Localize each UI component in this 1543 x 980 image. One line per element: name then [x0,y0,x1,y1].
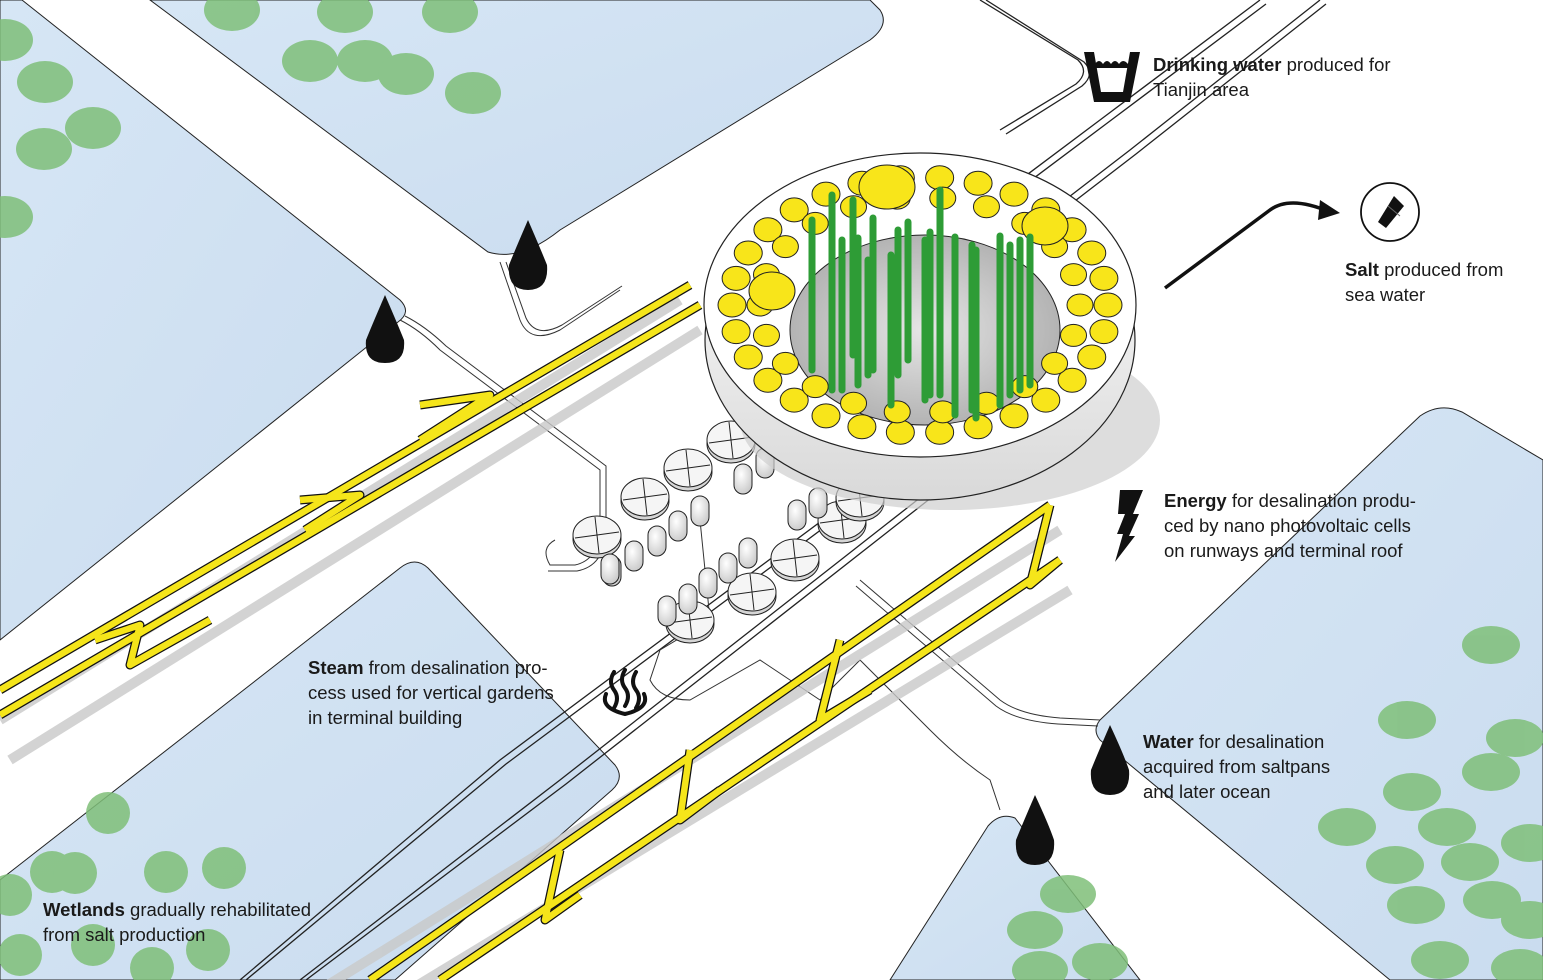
desalination-pill [787,499,807,531]
solar-cell [752,323,780,347]
desalination-pill [657,595,677,627]
solar-cell [972,195,1000,219]
annotation-title: Energy [1164,490,1227,511]
solar-cell [779,197,809,223]
water-drop-icons [365,220,1130,865]
runway-left-fill [0,282,702,718]
annotation-wetlands: Wetlands gradually rehabilitated from sa… [43,899,312,945]
solar-cell [811,181,841,207]
desalination-pill [678,583,698,615]
desalination-tanks [572,420,885,644]
annotation-title: Salt [1345,259,1379,280]
solar-cell [1093,292,1123,318]
water-drop-icon [1015,795,1055,865]
water-drop-icon [365,295,405,363]
solar-cell [847,414,877,440]
desalination-pill [647,525,667,557]
annotation-steam: Steam from desalination pro- cess used f… [308,657,554,728]
filter-tank-mark [685,449,691,487]
solar-cell [721,265,751,291]
lightning-bolt-icon [1115,490,1143,562]
annotation-energy: Energy for desalination produ- ced by na… [1164,490,1416,561]
salt-shaker-icon [1360,182,1420,242]
solar-cell [753,217,783,243]
filter-tank-mark [749,573,755,611]
desalination-pill [718,552,738,584]
solar-cell [801,375,829,399]
saltpan-bottom-center [889,815,1141,980]
annotation-title: Drinking water [1153,54,1282,75]
solar-cell [963,170,993,196]
filter-tank-mark [642,478,648,516]
water-glass-icon [1084,52,1140,102]
solar-cell [1077,344,1107,370]
annotation-water: Water for desalination acquired from sal… [1143,731,1331,802]
solar-cell [925,419,955,445]
annotation-title: Steam [308,657,364,678]
water-drop-icon [1090,725,1130,795]
solar-cell [721,319,751,345]
solar-cell [1089,319,1119,345]
desalination-pill [668,510,688,542]
filter-tank-mark [728,421,734,459]
solar-cell [1060,323,1088,347]
solar-cell [811,403,841,429]
solar-cell [999,403,1029,429]
solar-cell [753,367,783,393]
solar-cell [733,344,763,370]
solar-cell [1060,263,1088,287]
desalination-pill [738,537,758,569]
annotation-salt: Salt produced from sea water [1345,259,1504,305]
solar-cell [1089,265,1119,291]
annotation-drinking-water: Drinking water produced for Tianjin area [1153,54,1391,100]
solar-cell [858,164,916,210]
solar-cell [925,165,955,191]
water-drop-icon [508,220,548,290]
solar-cell [999,181,1029,207]
desalination-pill [733,463,753,495]
solar-cell [885,419,915,445]
desalination-pill [624,540,644,572]
solar-cell [717,292,747,318]
vertical-gardens [808,186,1034,422]
solar-cell [1021,206,1069,246]
solar-cell [771,351,799,375]
solar-cell [1066,293,1094,317]
solar-cell [771,235,799,259]
runway-right-fill [368,502,1063,980]
solar-cell [748,271,796,311]
saltpan-top-left [0,0,406,641]
solar-cell [1041,351,1069,375]
solar-cell [779,387,809,413]
desalination-pill [698,567,718,599]
salt-arrow [1163,200,1340,290]
annotation-title: Wetlands [43,899,125,920]
desalination-pill [600,553,620,585]
solar-cell [1011,375,1039,399]
solar-cell [1031,387,1061,413]
terminal-building [703,152,1160,510]
desalination-pill [690,495,710,527]
annotation-title: Water [1143,731,1194,752]
steam-icon [602,668,648,717]
filter-tank-mark [594,516,600,554]
solar-cell [1057,367,1087,393]
filter-tank-mark [792,539,798,577]
solar-cell [1077,240,1107,266]
desalination-pill [808,487,828,519]
solar-cell [840,391,868,415]
solar-cell [733,240,763,266]
